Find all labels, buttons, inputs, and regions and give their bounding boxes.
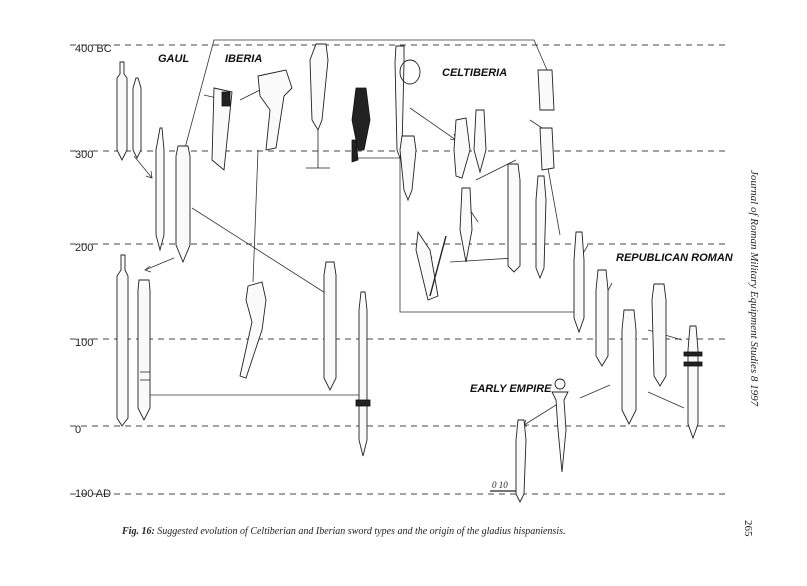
scabbard-icon	[175, 145, 191, 264]
connector-lines	[150, 39, 576, 396]
republican-roman-swords	[573, 231, 703, 440]
journal-title: Journal of Roman Military Equipment Stud…	[748, 170, 760, 407]
falcata-icon	[239, 281, 267, 379]
figure-caption-label: Fig. 16:	[122, 526, 155, 537]
scabbard-icon	[507, 163, 521, 273]
gladius-icon	[551, 391, 569, 473]
label-300: 300	[75, 149, 93, 161]
sword-icon	[116, 61, 128, 162]
dagger-icon	[351, 139, 359, 163]
sword-icon	[132, 77, 142, 160]
dagger-icon	[351, 87, 371, 151]
label-200: 200	[75, 242, 93, 254]
sword-icon	[358, 291, 368, 457]
scabbard-icon	[595, 269, 609, 367]
region-iberia: IBERIA	[225, 53, 262, 65]
falcata-icon	[257, 69, 293, 151]
journal-running-head: Journal of Roman Military Equipment Stud…	[746, 170, 766, 480]
label-400bc: 400 BC	[75, 43, 112, 55]
label-100ad: 100 AD	[75, 488, 111, 500]
hilt-icon	[221, 91, 231, 107]
label-100: 100	[75, 337, 93, 349]
region-republican-roman: REPUBLICAN ROMAN	[616, 252, 734, 264]
page-number: 265	[742, 520, 762, 550]
scabbard-icon	[651, 283, 667, 387]
sword-icon	[309, 43, 329, 132]
scabbard-icon	[537, 69, 555, 111]
label-0: 0	[75, 424, 81, 436]
scabbard-icon	[539, 127, 555, 171]
gladius-icon	[687, 325, 699, 440]
sword-icon	[155, 127, 165, 252]
direction-arrows	[133, 89, 685, 426]
dagger-icon	[473, 109, 487, 174]
region-gaul: GAUL	[158, 53, 189, 65]
page-number-text: 265	[742, 520, 754, 537]
hilt-icon	[683, 351, 703, 357]
scabbard-icon	[323, 261, 337, 392]
early-empire-swords	[515, 378, 569, 504]
scabbard-icon	[137, 279, 151, 422]
sword-icon	[535, 175, 547, 280]
scabbard-icon	[621, 309, 637, 426]
iberia-swords	[211, 43, 371, 457]
sword-icon	[116, 254, 129, 427]
folded-sword-icon	[415, 230, 439, 301]
gaul-swords	[116, 61, 191, 427]
figure-caption-text: Suggested evolution of Celtiberian and I…	[157, 526, 566, 537]
hilt-icon	[683, 361, 703, 367]
region-early-empire: EARLY EMPIRE	[470, 383, 552, 395]
scale-bar: 0 10	[490, 480, 518, 492]
dagger-icon	[453, 117, 471, 179]
region-celtiberia: CELTIBERIA	[442, 67, 507, 79]
gladius-icon	[573, 231, 585, 334]
celtiberia-swords	[351, 45, 555, 301]
hilt-icon	[355, 399, 371, 407]
scabbard-icon	[399, 135, 417, 202]
scale-bar-label: 0 10	[492, 480, 508, 490]
gladius-icon	[515, 419, 527, 504]
dagger-icon	[211, 87, 233, 171]
dagger-icon	[459, 187, 473, 263]
figure-caption: Fig. 16: Suggested evolution of Celtiber…	[122, 526, 642, 537]
